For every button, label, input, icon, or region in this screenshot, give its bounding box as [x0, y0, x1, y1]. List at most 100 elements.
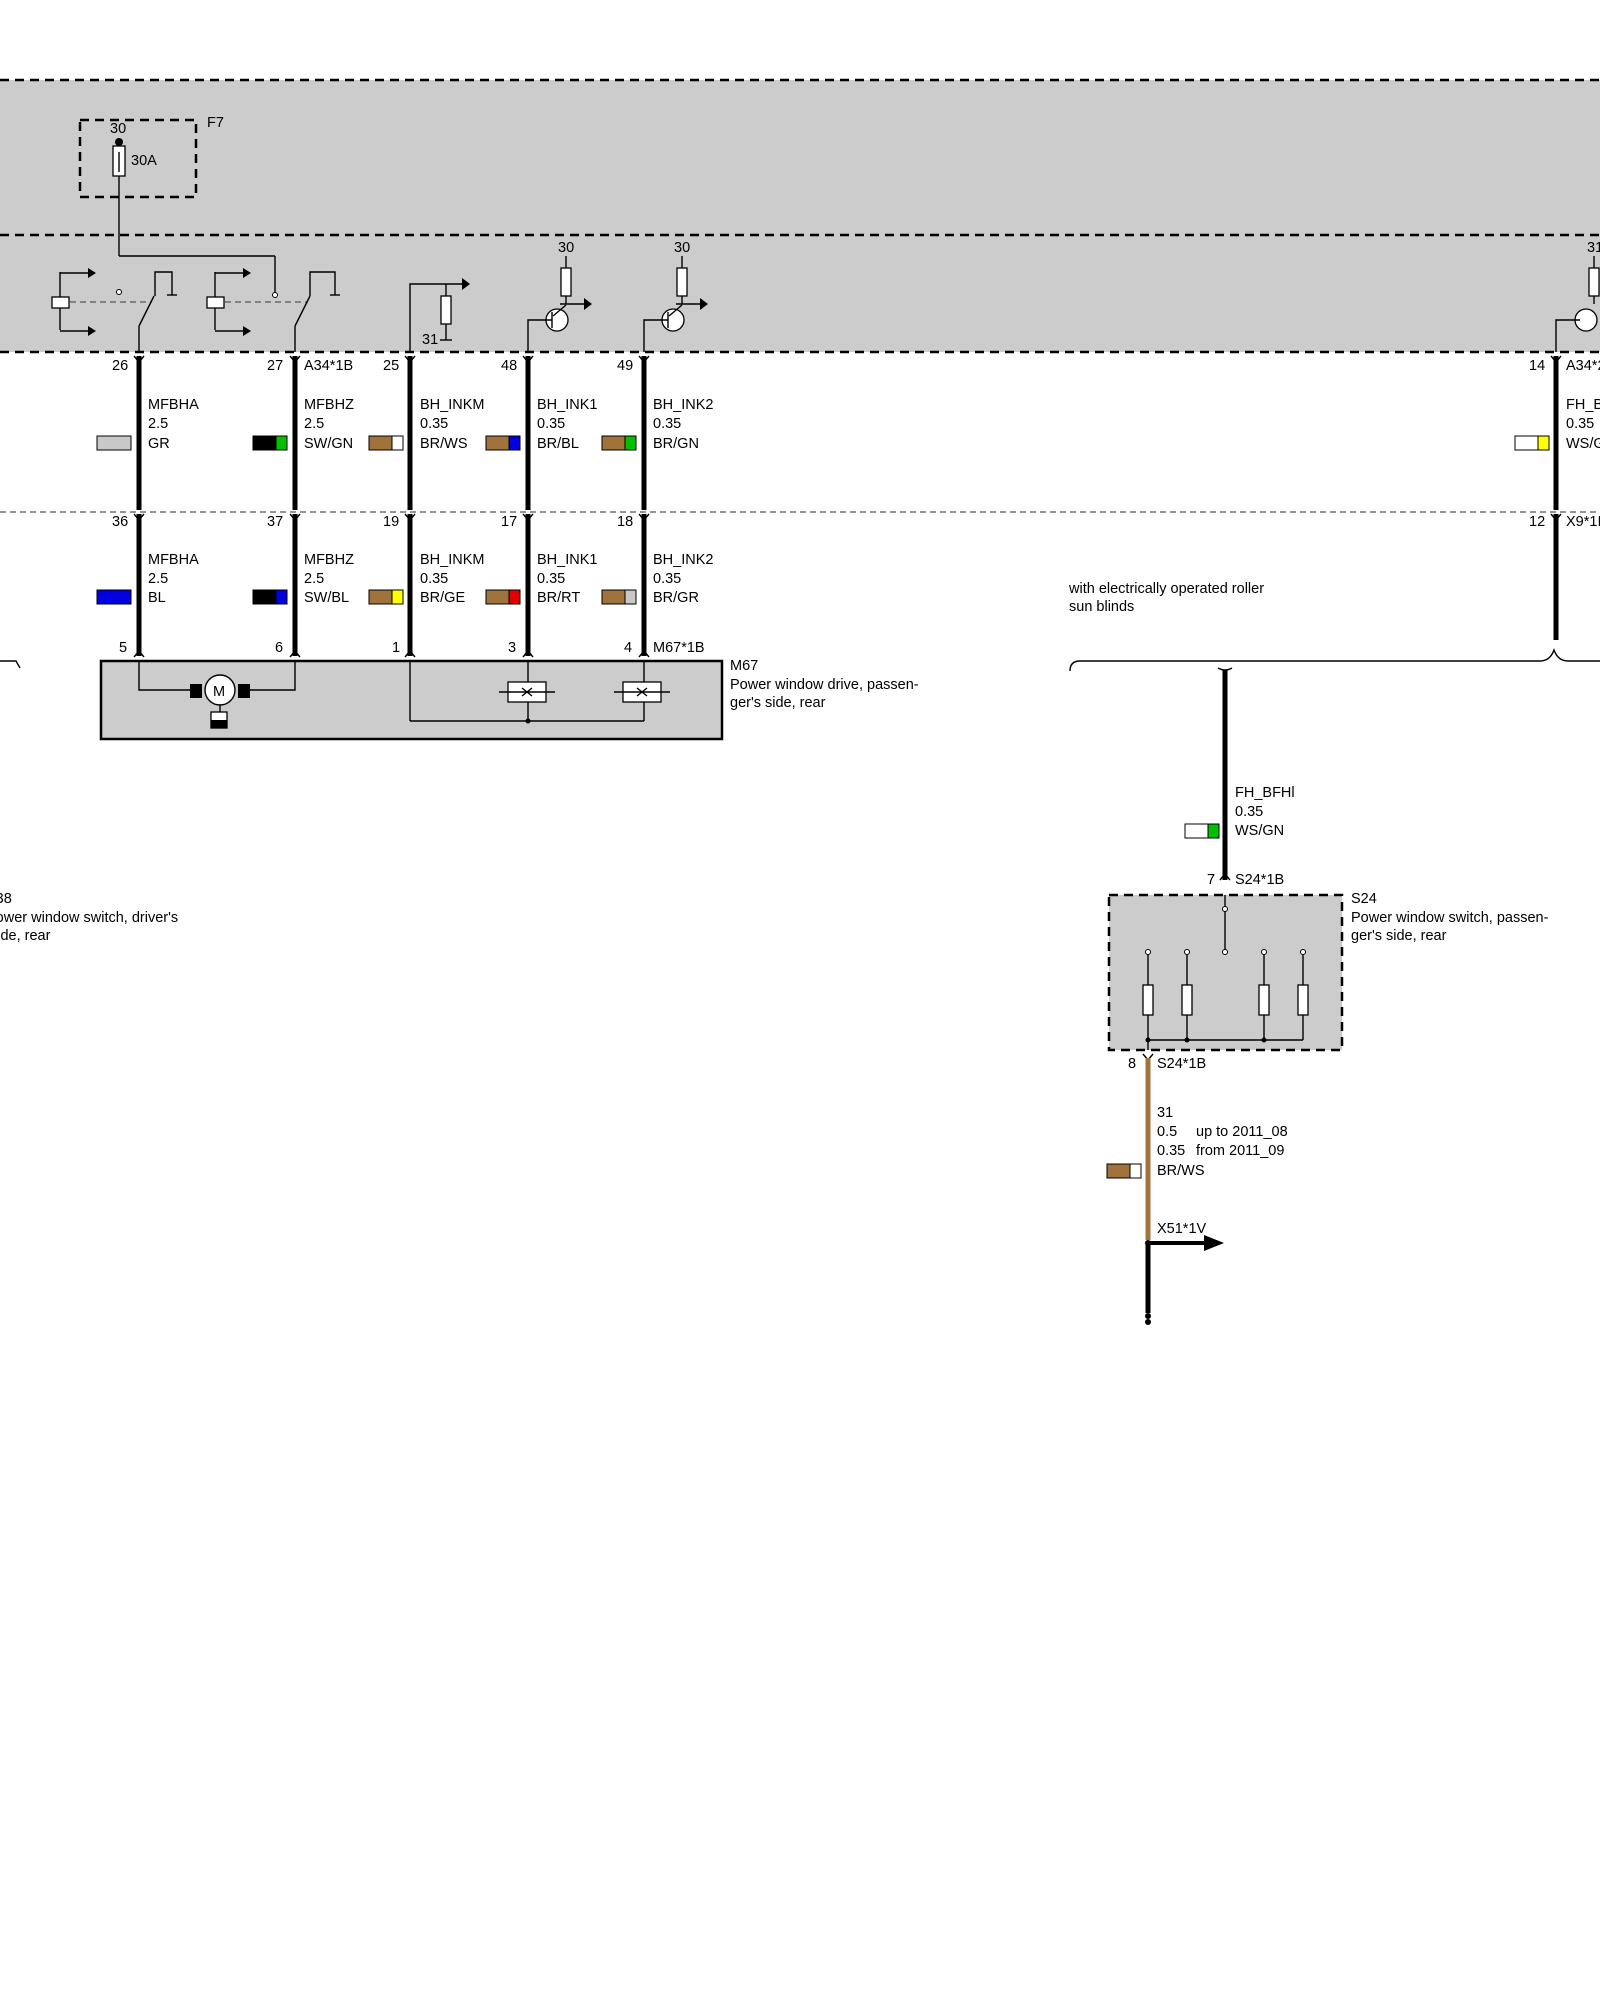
pin-notch [404, 513, 416, 522]
upper-wire-group [133, 355, 1562, 510]
connector-label: S24*1B [1157, 1056, 1206, 1072]
resistor-icon [1297, 984, 1309, 1016]
supply-30-label-2: 30 [674, 240, 690, 256]
relay-group [51, 255, 340, 352]
connector-label: A34*1B [304, 358, 353, 374]
lower-wire-labels: MFBHA 2.5 BL MFBHZ 2.5 SW/BL BH_INKM 0.3… [148, 552, 713, 606]
pin-label: 17 [501, 514, 517, 530]
m67-power-window-drive: M M67 Power window drive, passen- ger's … [99, 658, 919, 741]
swatch-segment [275, 435, 288, 451]
transistor-right: 31 [1555, 240, 1600, 352]
resistor-icon [1588, 267, 1600, 297]
relay2-contact-nc [272, 292, 278, 298]
color-swatch-wires-lower-2 [368, 589, 404, 605]
wire-size: 0.35 [1235, 804, 1263, 820]
swatch-segment [1537, 435, 1550, 451]
wire-name: MFBHZ [304, 397, 354, 413]
s24-description-line1: Power window switch, passen- [1351, 910, 1549, 926]
wire-name: MFBHA [148, 552, 199, 568]
m67-body [99, 659, 724, 741]
swatch-segment [252, 589, 277, 605]
fuse-terminal-label: 30 [110, 121, 126, 137]
arrow-right-icon [700, 298, 708, 310]
cross-icon [521, 687, 533, 697]
pin-label: 49 [617, 358, 633, 374]
roller-note-line1: with electrically operated roller [1068, 581, 1264, 597]
swatch-segment [275, 589, 288, 605]
connector-label: S24*1B [1235, 872, 1284, 888]
m67-id: M67 [730, 658, 758, 674]
wire-size: 0.35 [653, 416, 681, 432]
color-swatch-wires-lower-0 [96, 589, 132, 605]
switch-contact [1145, 949, 1151, 955]
pin-notch [1550, 513, 1562, 522]
pin-label: 14 [1529, 358, 1545, 374]
pin-notch [638, 355, 650, 364]
swatch-segment [1106, 1163, 1131, 1179]
swatch-segment [252, 435, 277, 451]
relay1-coil-icon [51, 296, 70, 309]
swatch-segment [96, 435, 132, 451]
wire-name: BH_INK2 [653, 397, 713, 413]
color-swatch-wires-lower-4 [601, 589, 637, 605]
wire-name: BH_INKM [420, 552, 484, 568]
wire-break-mark [1217, 667, 1233, 671]
color-swatch-wires-upper-1 [252, 435, 288, 451]
s24-power-window-switch: S24 Power window switch, passen- ger's s… [1107, 891, 1549, 1072]
resistor-icon [1142, 984, 1154, 1016]
ground-terminal-label: 31 [422, 332, 438, 348]
transistor-collector [668, 304, 683, 317]
s24-outline [1107, 893, 1344, 1052]
wire-size: 2.5 [148, 571, 168, 587]
wire-color: BL [148, 590, 166, 606]
motor-brush-left [190, 684, 202, 698]
pin-notch [522, 355, 534, 364]
resistor-icon [1258, 984, 1270, 1016]
wire-name: BH_INK2 [653, 552, 713, 568]
wire-name: FH_B [1566, 397, 1600, 413]
pin-label: 19 [383, 514, 399, 530]
pin-notch [133, 649, 145, 658]
motor-icon-m: M [213, 684, 225, 700]
wire-color: BR/GN [653, 436, 699, 452]
color-swatch-wires-upper-2 [368, 435, 404, 451]
motor-brush-right [238, 684, 250, 698]
wire-name: FH_BFHl [1235, 785, 1295, 801]
wire-size: 2.5 [148, 416, 168, 432]
swatch-segment [1207, 823, 1220, 839]
swatch-segment [1514, 435, 1539, 451]
connector-label: X9*1I [1566, 514, 1600, 530]
switch-contact [1222, 949, 1228, 955]
pin-label: 25 [383, 358, 399, 374]
swatch-segment [508, 435, 521, 451]
s38-description-line2: side, rear [0, 928, 51, 944]
switch-contact [1222, 906, 1228, 912]
swatch-segment [96, 589, 132, 605]
pin-notch [404, 649, 416, 658]
arrow-right-icon [88, 326, 96, 336]
switch-contact [1184, 949, 1190, 955]
color-swatch-wires-lower-1 [252, 589, 288, 605]
swatch-segment [485, 589, 510, 605]
swatch-segment [391, 589, 404, 605]
arrow-right-icon [88, 268, 96, 278]
resistor-icon [440, 295, 452, 325]
swatch-segment [1184, 823, 1209, 839]
ground-end-dot [1145, 1319, 1151, 1325]
color-swatch-wire-right-upper [1514, 435, 1550, 451]
transistor-ink1: 30 [527, 240, 592, 352]
pin-notch [638, 513, 650, 522]
color-swatch-ground-wire [1106, 1163, 1142, 1179]
fh-bfhl-wire: FH_BFHl 0.35 WS/GN 7 S24*1B [1207, 667, 1295, 888]
fuse-terminal-dot [115, 138, 123, 146]
pin-label: 26 [112, 358, 128, 374]
pin-notch [289, 649, 301, 658]
pin-label: 8 [1128, 1056, 1136, 1072]
swatch-segment [391, 435, 404, 451]
wire-color: BR/RT [537, 590, 580, 606]
pin-notch [522, 513, 534, 522]
roller-note-line2: sun blinds [1069, 599, 1134, 615]
fuse-box-outline [78, 118, 198, 199]
supply-31-label: 31 [1587, 240, 1600, 256]
